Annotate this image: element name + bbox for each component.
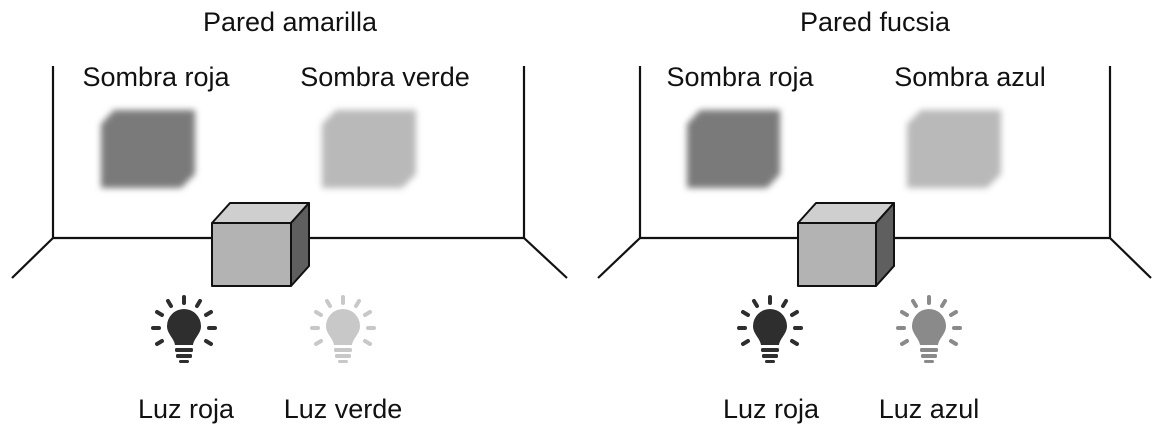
panel-title: Pared amarilla bbox=[203, 7, 378, 37]
shadow-label-right: Sombra azul bbox=[894, 62, 1046, 92]
panel-yellow-wall: Pared amarilla Sombra roja Sombra verde … bbox=[11, 7, 568, 424]
light-label-right: Luz azul bbox=[879, 394, 980, 424]
shadow-left bbox=[687, 110, 780, 188]
shadow-right bbox=[322, 110, 416, 188]
bulb-left-icon bbox=[737, 295, 803, 365]
panel-fuchsia-wall: Pared fucsia Sombra roja Sombra azul Luz… bbox=[597, 7, 1152, 424]
light-label-left: Luz roja bbox=[138, 394, 235, 424]
shadow-label-left: Sombra roja bbox=[82, 62, 230, 92]
panel-title: Pared fucsia bbox=[800, 7, 951, 37]
bulb-right-icon bbox=[310, 295, 376, 365]
shadow-right bbox=[907, 110, 1001, 188]
light-label-right: Luz verde bbox=[284, 394, 403, 424]
shadow-left bbox=[101, 110, 195, 188]
cube bbox=[211, 202, 310, 287]
bulb-right-icon bbox=[896, 295, 962, 365]
bulb-left-icon bbox=[151, 295, 217, 365]
cube bbox=[797, 202, 895, 287]
light-label-left: Luz roja bbox=[723, 394, 820, 424]
shadow-label-left: Sombra roja bbox=[666, 62, 814, 92]
shadow-label-right: Sombra verde bbox=[300, 62, 470, 92]
